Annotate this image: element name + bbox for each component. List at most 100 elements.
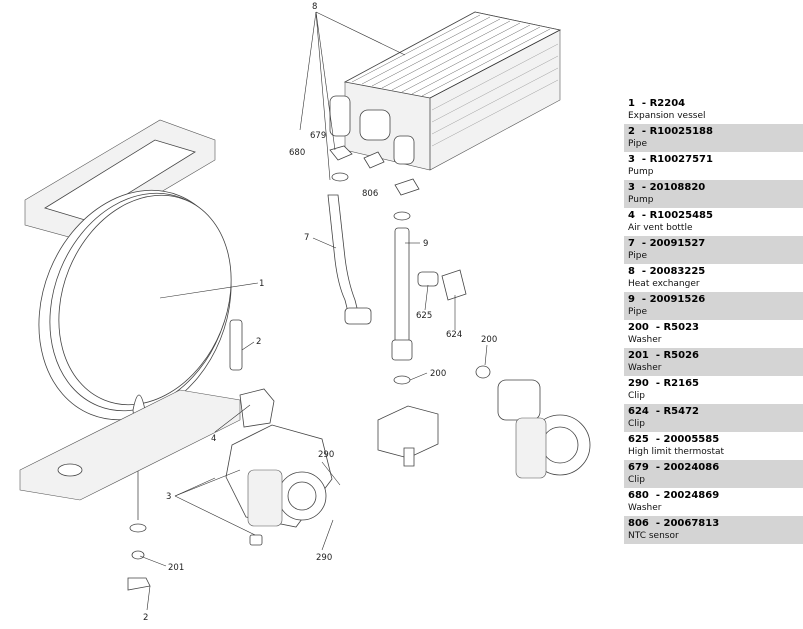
part-number-and-code: 9 - 20091526	[628, 294, 706, 305]
callout-625: 625	[416, 311, 432, 321]
part-number-and-code: 1 - R2204	[628, 98, 686, 109]
part-number: 7	[628, 238, 635, 249]
part-number: 201	[628, 350, 649, 361]
part-code: 20067813	[663, 518, 720, 529]
part-description: Washer	[628, 335, 662, 345]
part-description: Pump	[628, 195, 654, 205]
callout-200-upper: 200	[481, 335, 497, 345]
part-code: R2204	[649, 98, 686, 109]
heat-exchanger-drawing	[329, 11, 562, 171]
part-description: High limit thermostat	[628, 447, 725, 457]
callout-201: 201	[168, 563, 184, 573]
callout-806: 806	[362, 189, 378, 199]
callout-290-lower: 290	[316, 553, 332, 563]
part-code: R10025188	[649, 126, 713, 137]
part-code: 20083225	[649, 266, 706, 277]
callout-2-lower: 2	[143, 613, 148, 623]
part-description: Pump	[628, 167, 654, 177]
part-number-and-code: 7 - 20091527	[628, 238, 706, 249]
part-code: R10025485	[649, 210, 713, 221]
pump-drawing	[225, 319, 333, 546]
part-description: Pipe	[628, 139, 647, 149]
part-description: Clip	[628, 419, 645, 429]
part-description: Heat exchanger	[628, 279, 700, 289]
part-number-and-code: 625 - 20005585	[628, 434, 720, 445]
part-description: Clip	[628, 475, 645, 485]
part-number-and-code: 201 - R5026	[628, 350, 700, 361]
callout-9: 9	[423, 239, 428, 249]
part-number: 2	[628, 126, 635, 137]
callout-4: 4	[211, 434, 216, 444]
part-number-and-code: 290 - R2165	[628, 378, 700, 389]
part-number: 200	[628, 322, 649, 333]
part-description: Clip	[628, 391, 645, 401]
callout-1: 1	[259, 279, 264, 289]
expansion-vessel-drawing	[19, 119, 241, 591]
part-code: R5472	[663, 406, 700, 417]
part-code: 20005585	[663, 434, 720, 445]
part-code: 20091526	[649, 294, 706, 305]
part-number: 290	[628, 378, 649, 389]
part-number: 4	[628, 210, 635, 221]
part-number: 806	[628, 518, 649, 529]
leader-lines	[139, 11, 488, 611]
part-number: 679	[628, 462, 649, 473]
part-number: 625	[628, 434, 649, 445]
part-code: R2165	[663, 378, 700, 389]
callout-624: 624	[446, 330, 462, 340]
pipe-9-drawing	[391, 227, 413, 385]
part-number: 8	[628, 266, 635, 277]
valve-assembly-drawing	[377, 379, 591, 479]
part-number-and-code: 680 - 20024869	[628, 490, 720, 501]
part-number-and-code: 200 - R5023	[628, 322, 700, 333]
part-description: Expansion vessel	[628, 111, 706, 121]
part-description: Pipe	[628, 251, 647, 261]
part-number-and-code: 3 - R10027571	[628, 154, 713, 165]
exploded-parts-diagram: 8 679 680 806 7 9 625 624 200 200 1 2 4 …	[19, 2, 591, 623]
thermostat-and-clip-drawing	[417, 269, 491, 379]
part-code: 20108820	[649, 182, 706, 193]
callout-290-upper: 290	[318, 450, 334, 460]
part-number: 9	[628, 294, 635, 305]
callout-2-upper: 2	[256, 337, 261, 347]
part-description: NTC sensor	[628, 531, 679, 541]
part-code: R5023	[663, 322, 700, 333]
part-number-and-code: 806 - 20067813	[628, 518, 720, 529]
part-code: R10027571	[649, 154, 713, 165]
clip-and-sensor-drawings	[329, 145, 420, 221]
part-code: 20024086	[663, 462, 720, 473]
part-description: Washer	[628, 503, 662, 513]
part-number-and-code: 8 - 20083225	[628, 266, 706, 277]
part-description: Pipe	[628, 307, 647, 317]
part-number-and-code: 4 - R10025485	[628, 210, 713, 221]
part-description: Air vent bottle	[628, 223, 693, 233]
callout-200-lower: 200	[430, 369, 446, 379]
callout-679: 679	[310, 131, 326, 141]
part-number-and-code: 624 - R5472	[628, 406, 700, 417]
callout-7: 7	[304, 233, 309, 243]
part-number-and-code: 679 - 20024086	[628, 462, 720, 473]
part-number-and-code: 2 - R10025188	[628, 126, 713, 137]
part-description: Washer	[628, 363, 662, 373]
callout-8: 8	[312, 2, 317, 12]
part-code: R5026	[663, 350, 700, 361]
part-number: 1	[628, 98, 635, 109]
part-number: 3	[628, 154, 635, 165]
part-number: 624	[628, 406, 649, 417]
part-number: 680	[628, 490, 649, 501]
part-code: 20024869	[663, 490, 720, 501]
callout-3: 3	[166, 492, 171, 502]
